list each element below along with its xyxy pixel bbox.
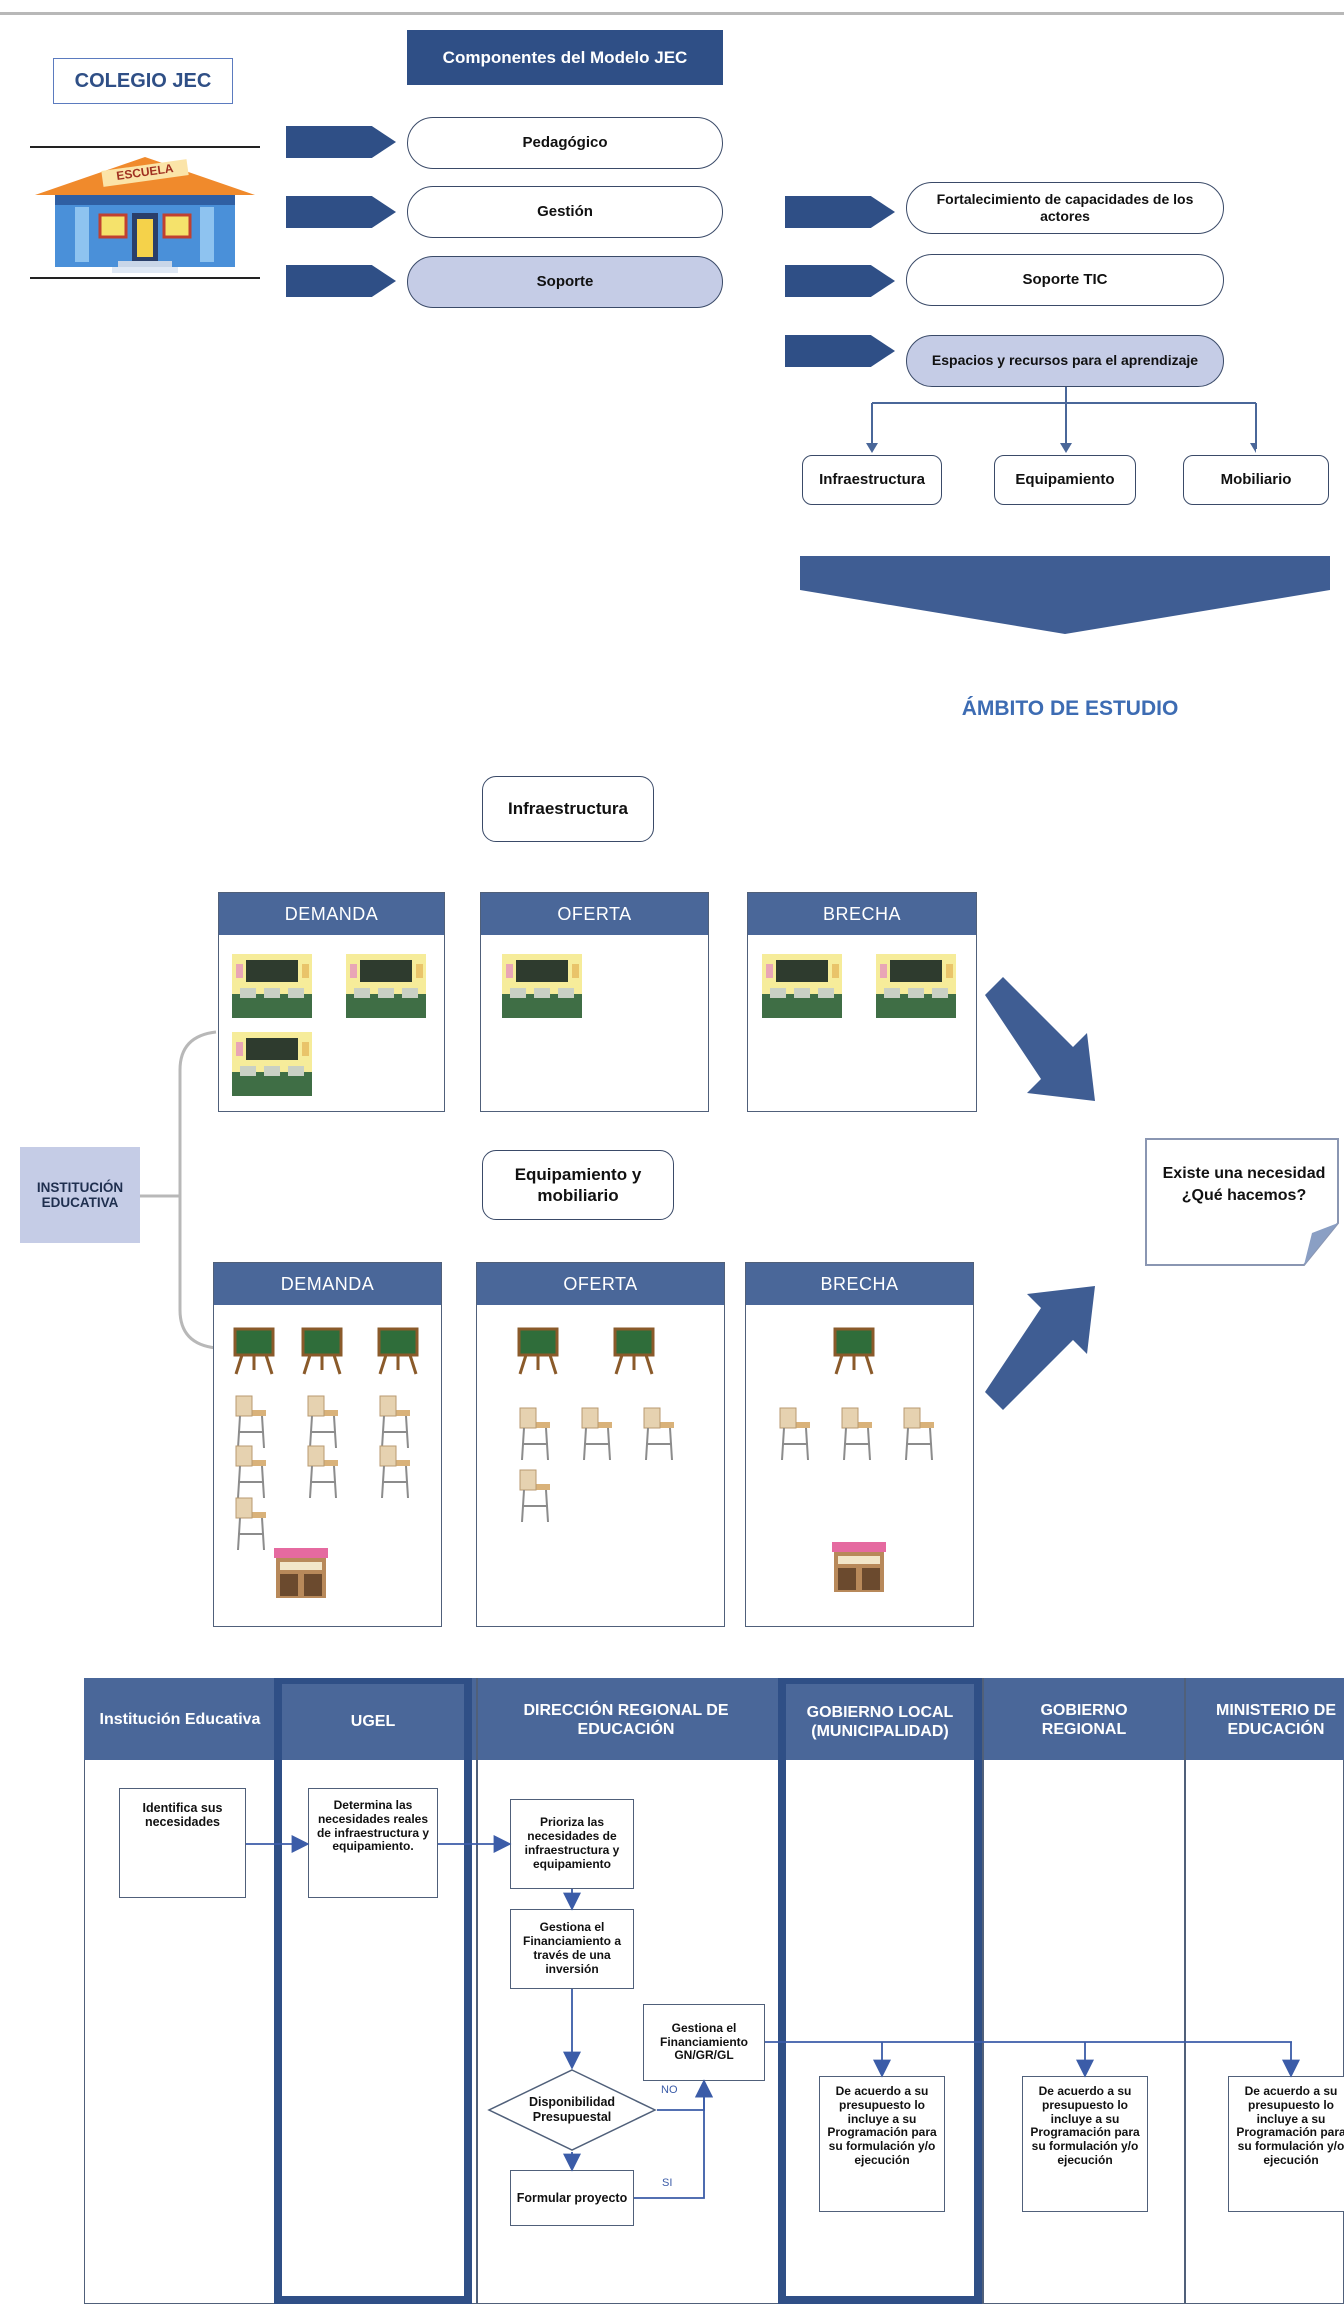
arrow-up-right-icon — [985, 1282, 1105, 1412]
identifica-box: Identifica sus necesidades — [119, 1788, 246, 1898]
classroom-icon — [762, 954, 842, 1018]
resource-mobiliario: Mobiliario — [1183, 455, 1329, 505]
desk-icon — [304, 1392, 344, 1452]
desk-icon — [516, 1404, 556, 1464]
top-rule — [0, 12, 1344, 15]
arrow-fortalecimiento — [785, 196, 895, 228]
classroom-icon — [346, 954, 426, 1018]
component-soporte: Soporte — [407, 256, 723, 308]
determina-box: Determina las necesidades reales de infr… — [308, 1788, 438, 1898]
acuerdo-minedu: De acuerdo a su presupuesto lo incluye a… — [1228, 2076, 1344, 2212]
panel-header: BRECHA — [748, 893, 976, 935]
component-pedagogico: Pedagógico — [407, 117, 723, 169]
disponibilidad-label: Disponibilidad Presupuestal — [528, 2095, 616, 2124]
prioriza-box: Prioriza las necesidades de infraestruct… — [510, 1799, 634, 1889]
scope-label: ÁMBITO DE ESTUDIO — [961, 697, 1179, 720]
desk-icon — [578, 1404, 618, 1464]
infra-label: Infraestructura — [482, 776, 654, 842]
resource-equipamiento: Equipamiento — [994, 455, 1136, 505]
panel-header: DEMANDA — [214, 1263, 441, 1305]
desk-icon — [232, 1494, 272, 1554]
desk-icon — [516, 1466, 556, 1526]
component-gestion: Gestión — [407, 186, 723, 238]
no-label: NO — [661, 2084, 678, 2096]
arrow-down-right-icon — [985, 975, 1105, 1105]
desk-icon — [640, 1404, 680, 1464]
panel-header: OFERTA — [481, 893, 708, 935]
panel-header: DEMANDA — [219, 893, 444, 935]
kiosk-icon — [272, 1546, 330, 1600]
panel-header: BRECHA — [746, 1263, 973, 1305]
desk-icon — [776, 1404, 816, 1464]
desk-icon — [232, 1392, 272, 1452]
support-espacios: Espacios y recursos para el aprendizaje — [906, 335, 1224, 387]
colegio-label: COLEGIO JEC — [53, 58, 233, 104]
gestiona-gn-box: Gestiona el Financiamiento GN/GR/GL — [643, 2004, 765, 2081]
formular-box: Formular proyecto — [510, 2170, 634, 2226]
support-fortalecimiento: Fortalecimiento de capacidades de los ac… — [906, 182, 1224, 234]
arrow-soporte-tic — [785, 265, 895, 297]
desk-icon — [900, 1404, 940, 1464]
classroom-icon — [876, 954, 956, 1018]
chalkboard-icon — [300, 1326, 344, 1376]
big-down-arrow — [800, 556, 1330, 634]
chalkboard-icon — [612, 1326, 656, 1376]
lane-header-minedu: MINISTERIO DE EDUCACIÓN — [1186, 1680, 1344, 1760]
disponibilidad-decision: Disponibilidad Presupuestal — [487, 2068, 657, 2152]
arrow-gestion — [286, 196, 396, 228]
gestiona-inversion-box: Gestiona el Financiamiento a través de u… — [510, 1909, 634, 1989]
chalkboard-icon — [832, 1326, 876, 1376]
equip-label: Equipamiento y mobiliario — [482, 1150, 674, 1220]
lane-header-gobierno-local: GOBIERNO LOCAL (MUNICIPALIDAD) — [786, 1684, 974, 1760]
lane-header-institucion: Institución Educativa — [86, 1680, 274, 1760]
chalkboard-icon — [376, 1326, 420, 1376]
arrow-pedagogico — [286, 126, 396, 158]
desk-icon — [232, 1442, 272, 1502]
arrow-espacios — [785, 335, 895, 367]
institution-bracket — [140, 1030, 217, 1350]
callout-text: Existe una necesidad ¿Qué hacemos? — [1162, 1165, 1326, 1205]
callout-note: Existe una necesidad ¿Qué hacemos? — [1144, 1137, 1340, 1267]
si-label: SI — [662, 2177, 673, 2189]
desk-icon — [838, 1404, 878, 1464]
flow-connectors — [246, 1835, 1300, 2199]
lane-header-dre: DIRECCIÓN REGIONAL DE EDUCACIÓN — [478, 1680, 774, 1760]
chalkboard-icon — [516, 1326, 560, 1376]
school-illustration: ESCUELA — [30, 145, 260, 280]
resource-connector — [866, 387, 1257, 453]
classroom-icon — [232, 954, 312, 1018]
acuerdo-gobierno-local: De acuerdo a su presupuesto lo incluye a… — [819, 2076, 945, 2212]
lane-divider — [1184, 1678, 1186, 2304]
arrow-soporte — [286, 265, 396, 297]
desk-icon — [376, 1442, 416, 1502]
chalkboard-icon — [232, 1326, 276, 1376]
equip-oferta-panel: OFERTA — [476, 1262, 725, 1627]
gobierno-local-lane-highlight — [778, 1678, 982, 2304]
desk-icon — [376, 1392, 416, 1452]
support-soporte-tic: Soporte TIC — [906, 254, 1224, 306]
classroom-icon — [502, 954, 582, 1018]
lane-header-gobierno-regional: GOBIERNO REGIONAL — [984, 1680, 1184, 1760]
lane-header-ugel: UGEL — [282, 1684, 464, 1760]
classroom-icon — [232, 1032, 312, 1096]
lane-divider — [982, 1678, 984, 2304]
resource-infraestructura: Infraestructura — [802, 455, 942, 505]
desk-icon — [304, 1442, 344, 1502]
acuerdo-gobierno-regional: De acuerdo a su presupuesto lo incluye a… — [1022, 2076, 1148, 2212]
panel-header: OFERTA — [477, 1263, 724, 1305]
equip-demanda-panel: DEMANDA — [213, 1262, 442, 1627]
ugel-lane-highlight — [274, 1678, 472, 2304]
institution-label: INSTITUCIÓN EDUCATIVA — [20, 1147, 140, 1243]
kiosk-icon — [830, 1540, 888, 1594]
lane-divider — [476, 1678, 478, 2304]
components-title: Componentes del Modelo JEC — [407, 30, 723, 85]
